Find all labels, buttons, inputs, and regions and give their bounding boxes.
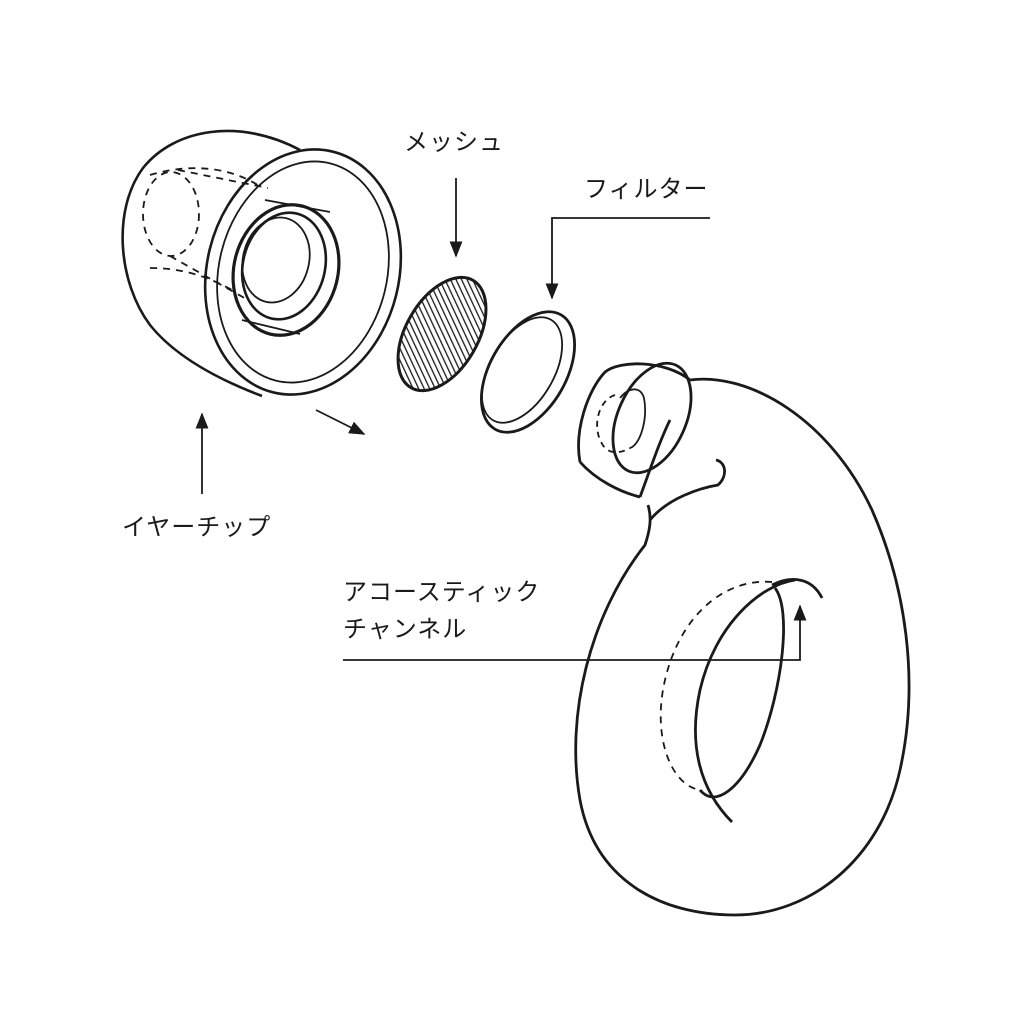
body-channel-hidden xyxy=(659,580,773,791)
filter-ring-inner xyxy=(480,316,564,424)
eartip-core-edge-top xyxy=(264,199,331,213)
body-channel-back xyxy=(698,587,785,799)
filter-arrow xyxy=(545,217,710,300)
eartip-nozzle-inner xyxy=(241,216,311,304)
direction-arrow xyxy=(315,409,366,435)
body-hook xyxy=(648,458,726,521)
eartip-hidden-lines xyxy=(142,167,269,301)
body-nozzle-hidden xyxy=(596,394,631,454)
earbud-body-part xyxy=(574,361,911,917)
body-channel-rim xyxy=(771,578,824,599)
eartip-front-rim xyxy=(203,148,403,396)
acoustic-channel-label-line2: チャンネル xyxy=(343,616,467,643)
eartip-outer-shell xyxy=(121,129,301,398)
filter-part xyxy=(479,310,577,434)
body-outer-shell xyxy=(574,377,911,917)
eartip-label: イヤーチップ xyxy=(122,514,271,541)
mesh-label: メッシュ xyxy=(404,129,504,156)
eartip-core-edge-bottom xyxy=(241,319,301,335)
eartip-part xyxy=(121,129,403,398)
eartip-front-rim-inner xyxy=(216,160,390,384)
eartip-nozzle-mid xyxy=(240,211,328,321)
body-nozzle-cylinder xyxy=(577,362,691,499)
body-nozzle-face xyxy=(611,361,693,475)
mesh-part xyxy=(396,275,488,393)
body-nozzle-inner-ring xyxy=(619,388,646,449)
eartip-nozzle-outer xyxy=(231,203,341,337)
leader-lines xyxy=(195,178,807,661)
body-channel-front xyxy=(694,578,796,823)
filter-label: フィルター xyxy=(584,176,709,203)
acoustic-channel-label-line1: アコースティック xyxy=(343,579,540,606)
acoustic-channel-arrow xyxy=(343,604,807,661)
mesh-disc xyxy=(396,275,488,393)
